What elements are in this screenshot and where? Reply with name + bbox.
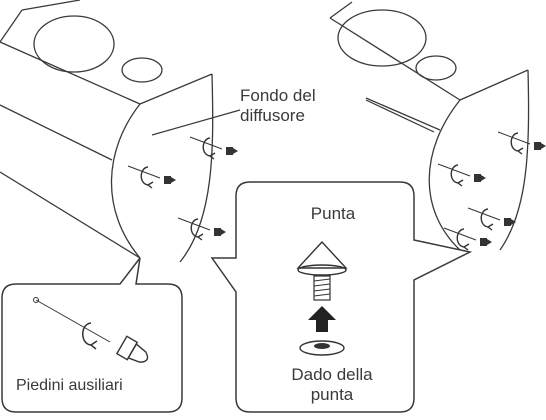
aux-foot-illustration [33,297,149,363]
right-spikes [438,132,546,250]
aux-feet-callout [1,257,183,413]
speaker-bottom-label: Fondo del diffusore [240,86,316,126]
spike-nut-label: Dado della punta [266,365,398,405]
spike-label: Punta [310,204,356,223]
bottom-leader-lines [151,99,435,136]
spike-nut-label-line2: punta [310,385,354,404]
spike-nut-label-line1: Dado della [291,365,373,384]
spike-illustration [296,240,348,301]
spike-callout [210,181,473,413]
speaker-left [0,0,214,263]
speaker-bottom-label-line2: diffusore [240,106,305,125]
spike-nut [299,340,345,356]
up-arrow-icon [308,306,336,332]
speaker-bottom-label-line1: Fondo del [240,86,316,105]
left-spikes [128,137,238,240]
aux-feet-label: Piedini ausiliari [16,377,123,394]
